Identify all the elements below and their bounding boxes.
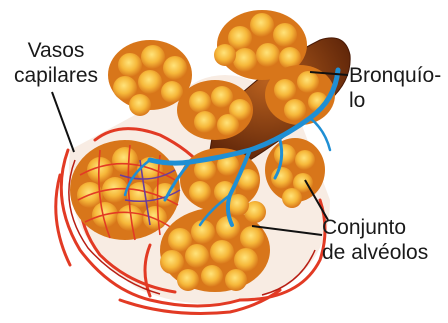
label-conjunto-alveolos: Conjunto de alvéolos [322, 215, 428, 265]
alveolus-cluster-left [70, 140, 180, 240]
label-bronquiolo: Bronquío- lo [349, 63, 441, 113]
label-bronquiolo-line1: Bronquío- [349, 63, 441, 88]
label-vasos-capilares: Vasos capilares [14, 38, 98, 88]
pointer-capilares [52, 92, 74, 152]
label-conjunto-alveolos-line1: Conjunto [322, 215, 428, 240]
label-vasos-capilares-line2: capilares [14, 63, 98, 88]
label-conjunto-alveolos-line2: de alvéolos [322, 240, 428, 265]
label-bronquiolo-line2: lo [349, 88, 441, 113]
label-vasos-capilares-line1: Vasos [14, 38, 98, 63]
